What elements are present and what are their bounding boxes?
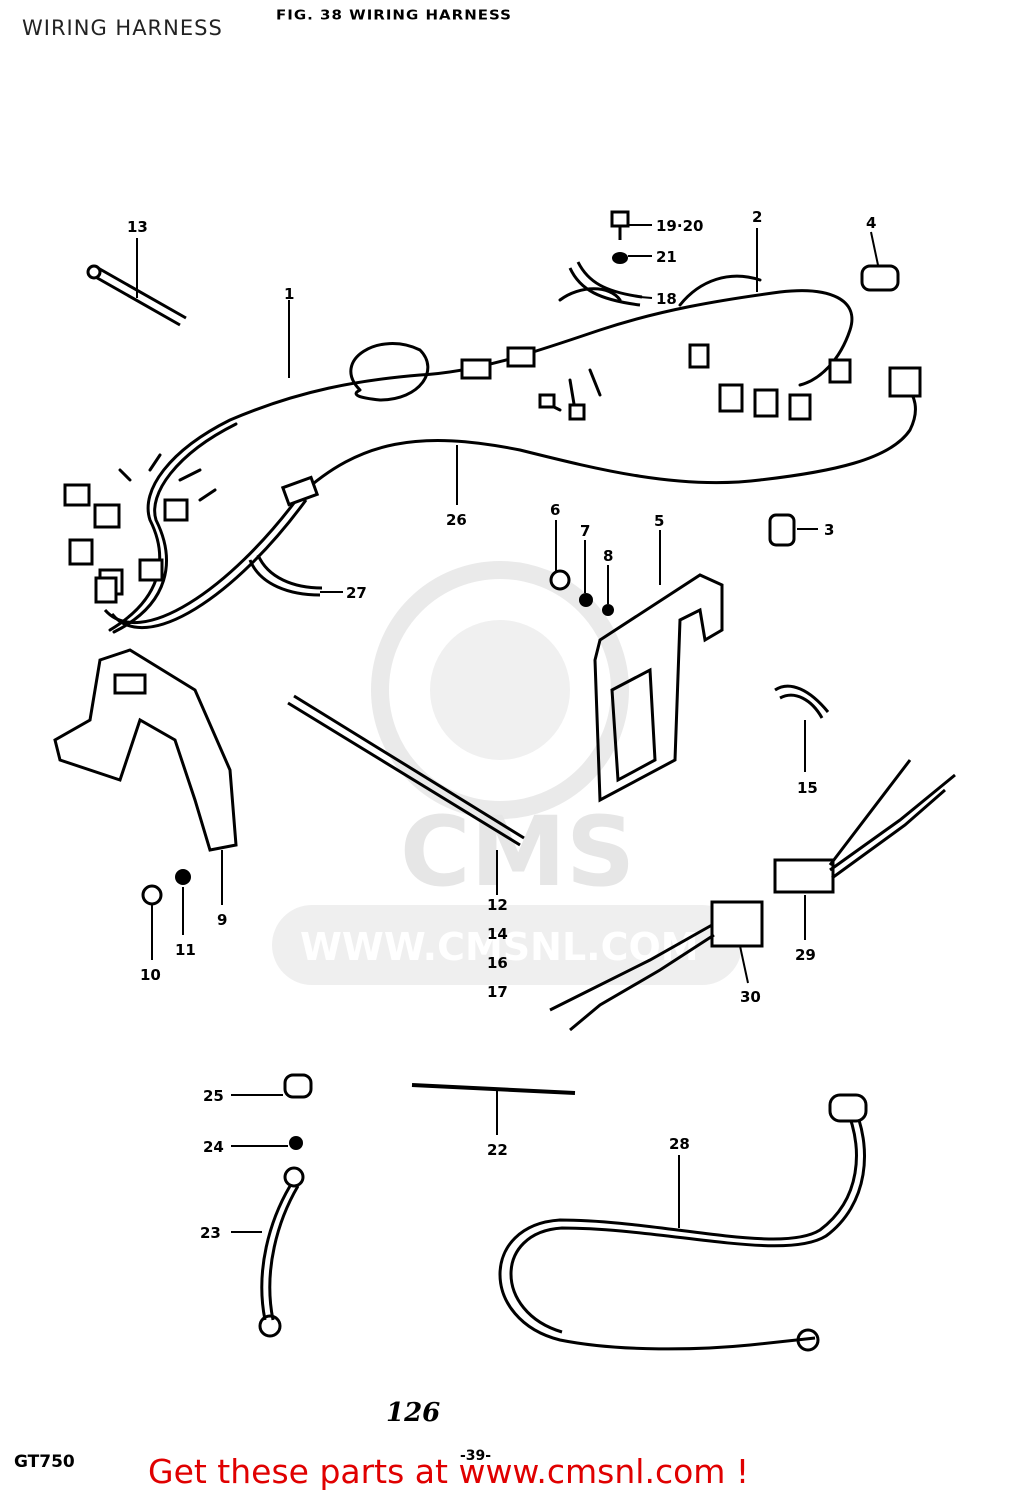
callout-29: 29 <box>795 946 816 964</box>
part-3-cap <box>768 513 796 547</box>
callout-15: 15 <box>797 779 818 797</box>
callout-12: 12 <box>487 896 508 914</box>
part-25-cap <box>283 1073 313 1099</box>
part-22-tie <box>411 1083 576 1095</box>
part-4-cap <box>860 264 900 292</box>
leader-lines <box>136 224 879 1233</box>
callout-10: 10 <box>140 966 161 984</box>
callout-25: 25 <box>203 1087 224 1105</box>
callout-26: 26 <box>446 511 467 529</box>
buy-parts-link[interactable]: Get these parts at www.cmsnl.com ! <box>148 1452 750 1491</box>
part-19-20-screw <box>610 210 630 240</box>
watermark-url: WWW.CMSNL.COM <box>300 925 699 969</box>
part-29-connector <box>773 759 956 894</box>
callout-22: 22 <box>487 1141 508 1159</box>
callout-11: 11 <box>175 941 196 959</box>
callout-8: 8 <box>603 547 613 565</box>
part-30-connector <box>549 900 764 1032</box>
part-13-band <box>86 264 187 327</box>
callout-24: 24 <box>203 1138 224 1156</box>
part-9-bracket <box>53 648 238 852</box>
part-15-clip <box>774 684 830 719</box>
part-10-bolt <box>141 884 163 906</box>
callout-5: 5 <box>654 512 664 530</box>
callout-21: 21 <box>656 248 677 266</box>
cms-watermark: CMS WWW.CMSNL.COM <box>272 561 742 985</box>
callout-30: 30 <box>740 988 761 1006</box>
callout-6: 6 <box>550 501 560 519</box>
part-8-washer <box>602 604 614 616</box>
callout-1: 1 <box>284 285 294 303</box>
callout-2: 2 <box>752 208 762 226</box>
callout-14: 14 <box>487 925 508 943</box>
scan-heading: FIG. 38 WIRING HARNESS <box>276 6 512 24</box>
page-title: WIRING HARNESS <box>22 16 223 40</box>
model-code: GT750 <box>14 1452 75 1472</box>
callout-13: 13 <box>127 218 148 236</box>
part-11-washer <box>175 869 191 885</box>
part-27-clamp <box>248 554 323 597</box>
callout-labels: 1 2 3 4 5 6 7 8 9 10 11 12 14 16 17 13 1… <box>127 208 876 1242</box>
part-23-ground-strap <box>258 1166 305 1338</box>
callout-16: 16 <box>487 954 508 972</box>
page-number: 126 <box>386 1398 441 1428</box>
callout-23: 23 <box>200 1224 221 1242</box>
page-reference: -39- <box>460 1448 492 1464</box>
callout-18: 18 <box>656 290 677 308</box>
callout-19-20: 19·20 <box>656 217 703 235</box>
part-21-washer <box>612 252 628 264</box>
sub-harness-26 <box>94 366 922 630</box>
part-18-clamp <box>568 261 643 307</box>
callout-3: 3 <box>824 521 834 539</box>
part-6-bolt <box>549 569 571 591</box>
callout-7: 7 <box>580 522 590 540</box>
part-28-battery-cable <box>498 1093 868 1352</box>
part-5-bracket <box>593 573 724 803</box>
part-7-washer <box>579 593 593 607</box>
callout-28: 28 <box>669 1135 690 1153</box>
callout-17: 17 <box>487 983 508 1001</box>
callout-9: 9 <box>217 911 227 929</box>
part-12-rod <box>287 694 525 847</box>
callout-4: 4 <box>866 214 876 232</box>
watermark-brand: CMS <box>400 796 635 908</box>
callout-27: 27 <box>346 584 367 602</box>
part-24-nut <box>289 1136 303 1150</box>
